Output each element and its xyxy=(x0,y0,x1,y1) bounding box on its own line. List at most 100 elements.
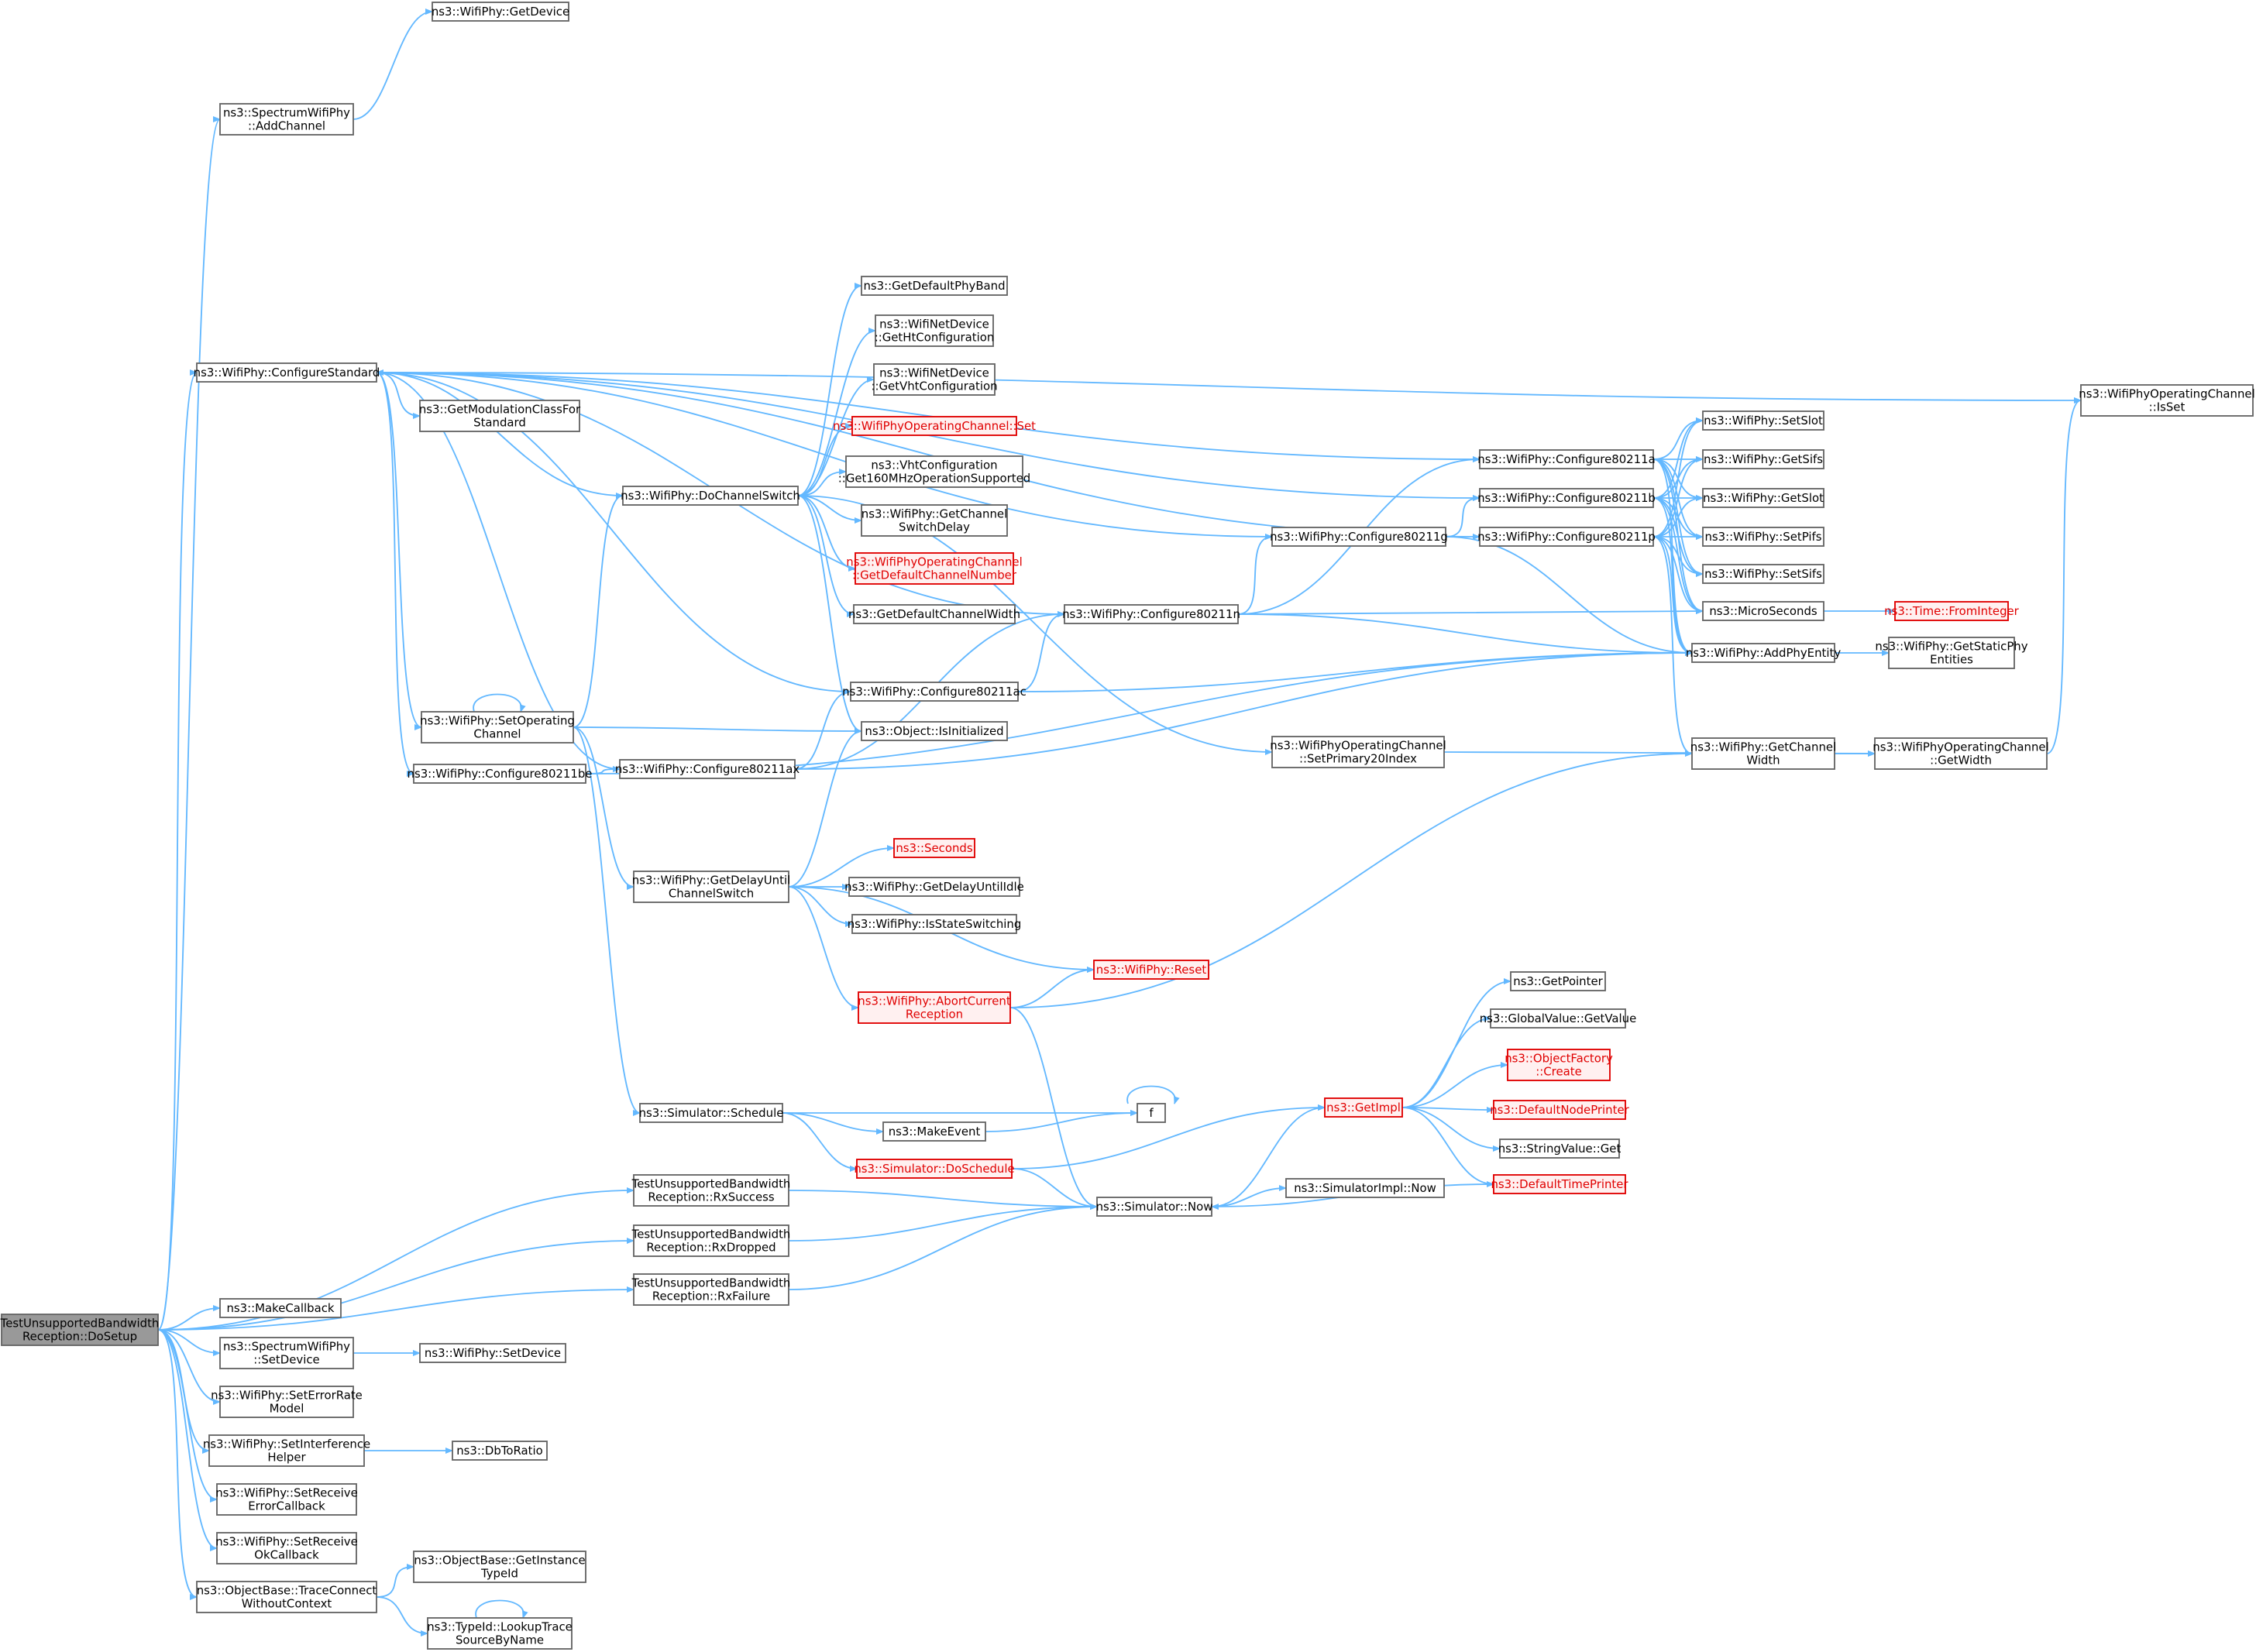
node-default-time-printer[interactable]: ns3::DefaultTimePrinter xyxy=(1491,1174,1628,1194)
node-label: ns3::Simulator::Now xyxy=(1096,1200,1213,1214)
node-configure-80211b[interactable]: ns3::WifiPhy::Configure80211b xyxy=(1477,488,1656,508)
node-simulator-impl-now[interactable]: ns3::SimulatorImpl::Now xyxy=(1285,1178,1445,1198)
node-get-sifs[interactable]: ns3::WifiPhy::GetSifs xyxy=(1702,449,1824,469)
node-op-channel-get-width[interactable]: ns3::WifiPhyOperatingChannel::GetWidth xyxy=(1873,737,2049,770)
node-box xyxy=(639,1103,783,1123)
node-set-pifs[interactable]: ns3::WifiPhy::SetPifs xyxy=(1702,527,1824,547)
node-time-from-integer[interactable]: ns3::Time::FromInteger xyxy=(1884,601,2020,621)
node-configure-standard[interactable]: ns3::WifiPhy::ConfigureStandard xyxy=(194,362,380,383)
node-label: ns3::WifiPhy::GetSifs xyxy=(1704,452,1823,466)
node-box xyxy=(853,604,1016,624)
node-box xyxy=(1,1314,159,1346)
node-op-channel-set[interactable]: ns3::WifiPhyOperatingChannel::Set xyxy=(833,416,1036,436)
edge-get-delay-until-channel-switch-to-seconds xyxy=(788,845,895,888)
node-micro-seconds[interactable]: ns3::MicroSeconds xyxy=(1702,601,1824,621)
node-set-primary20-index[interactable]: ns3::WifiPhyOperatingChannel::SetPrimary… xyxy=(1270,736,1446,768)
node-get-default-channel-width[interactable]: ns3::GetDefaultChannelWidth xyxy=(848,604,1020,624)
node-get160[interactable]: ns3::VhtConfiguration::Get160MHzOperatio… xyxy=(838,455,1030,488)
node-label: ns3::WifiPhy::IsStateSwitching xyxy=(848,917,1022,931)
edge-get-impl-to-object-factory-create xyxy=(1401,1062,1508,1108)
edge-configure-80211p-to-set-sifs xyxy=(1652,536,1704,577)
edge-configure-80211p-to-set-slot xyxy=(1652,417,1704,538)
node-box xyxy=(1285,1178,1445,1198)
node-make-callback[interactable]: ns3::MakeCallback xyxy=(219,1298,342,1318)
node-object-factory-create[interactable]: ns3::ObjectFactory::Create xyxy=(1505,1049,1613,1081)
node-simulator-schedule[interactable]: ns3::Simulator::Schedule xyxy=(639,1103,784,1123)
node-get-ht-config[interactable]: ns3::WifiNetDevice::GetHtConfiguration xyxy=(875,314,995,347)
node-label: ns3::WifiPhyOperatingChannel::SetPrimary… xyxy=(1270,739,1446,766)
node-get-delay-until-idle[interactable]: ns3::WifiPhy::GetDelayUntilIdle xyxy=(844,877,1024,897)
node-box xyxy=(1490,1008,1626,1029)
node-box xyxy=(419,400,580,432)
edge-do-channel-switch-to-get-default-channel-width xyxy=(797,495,855,617)
node-box xyxy=(208,1434,365,1467)
node-is-initialized[interactable]: ns3::Object::IsInitialized xyxy=(861,721,1008,741)
node-configure-80211g[interactable]: ns3::WifiPhy::Configure80211g xyxy=(1270,527,1448,547)
node-get-default-phy-band[interactable]: ns3::GetDefaultPhyBand xyxy=(861,276,1008,296)
node-global-value-get-value[interactable]: ns3::GlobalValue::GetValue xyxy=(1480,1008,1637,1029)
node-f[interactable]: f xyxy=(1137,1103,1166,1123)
node-box xyxy=(219,1298,342,1318)
node-box xyxy=(219,1337,354,1369)
node-set-sifs[interactable]: ns3::WifiPhy::SetSifs xyxy=(1702,564,1824,584)
node-get-vht-config[interactable]: ns3::WifiNetDevice::GetVhtConfiguration xyxy=(871,363,998,396)
node-label: ns3::ObjectFactory::Create xyxy=(1505,1052,1613,1079)
node-do-channel-switch[interactable]: ns3::WifiPhy::DoChannelSwitch xyxy=(621,486,800,506)
node-label: ns3::WifiPhy::SetSlot xyxy=(1704,414,1823,428)
node-get-device[interactable]: ns3::WifiPhy::GetDevice xyxy=(432,2,569,22)
node-simulator-now[interactable]: ns3::Simulator::Now xyxy=(1096,1197,1213,1217)
node-configure-80211be[interactable]: ns3::WifiPhy::Configure80211be xyxy=(408,764,593,784)
node-string-value-get[interactable]: ns3::StringValue::Get xyxy=(1498,1139,1622,1159)
edge-configure-standard-to-op-channel-is-set xyxy=(376,372,2082,404)
node-op-channel-is-set[interactable]: ns3::WifiPhyOperatingChannel::IsSet xyxy=(2079,384,2255,417)
edge-trace-connect-without-context-to-get-instance-type-id xyxy=(376,1564,414,1598)
node-get-pointer[interactable]: ns3::GetPointer xyxy=(1510,971,1606,991)
edge-root-to-make-callback xyxy=(157,1305,221,1331)
node-make-event[interactable]: ns3::MakeEvent xyxy=(882,1121,986,1142)
node-get-impl[interactable]: ns3::GetImpl xyxy=(1324,1097,1403,1118)
node-spectrum-add-channel[interactable]: ns3::SpectrumWifiPhy::AddChannel xyxy=(219,103,354,136)
node-box xyxy=(1324,1097,1403,1118)
node-set-slot[interactable]: ns3::WifiPhy::SetSlot xyxy=(1702,410,1824,431)
node-configure-80211a[interactable]: ns3::WifiPhy::Configure80211a xyxy=(1477,449,1656,469)
node-do-schedule[interactable]: ns3::Simulator::DoSchedule xyxy=(854,1159,1015,1179)
node-configure-80211n[interactable]: ns3::WifiPhy::Configure80211n xyxy=(1062,604,1240,624)
node-default-node-printer[interactable]: ns3::DefaultNodePrinter xyxy=(1490,1100,1630,1120)
node-get-default-channel-number[interactable]: ns3::WifiPhyOperatingChannel::GetDefault… xyxy=(846,552,1023,585)
node-seconds[interactable]: ns3::Seconds xyxy=(893,838,975,858)
node-label: ns3::WifiPhy::Configure80211g xyxy=(1270,530,1448,544)
node-add-phy-entity[interactable]: ns3::WifiPhy::AddPhyEntity xyxy=(1686,643,1842,663)
node-get-slot[interactable]: ns3::WifiPhy::GetSlot xyxy=(1702,488,1824,508)
node-configure-80211ac[interactable]: ns3::WifiPhy::Configure80211ac xyxy=(842,682,1027,702)
node-configure-80211ax[interactable]: ns3::WifiPhy::Configure80211ax xyxy=(615,759,800,779)
node-label: ns3::MakeCallback xyxy=(226,1301,334,1315)
node-set-device[interactable]: ns3::WifiPhy::SetDevice xyxy=(419,1343,566,1363)
node-spectrum-set-device[interactable]: ns3::SpectrumWifiPhy::SetDevice xyxy=(219,1337,354,1369)
node-configure-80211p[interactable]: ns3::WifiPhy::Configure80211p xyxy=(1477,527,1656,547)
node-reset[interactable]: ns3::WifiPhy::Reset xyxy=(1093,960,1209,980)
node-label: ns3::WifiPhy::ConfigureStandard xyxy=(194,366,380,380)
node-is-state-switching[interactable]: ns3::WifiPhy::IsStateSwitching xyxy=(848,914,1022,934)
node-db-to-ratio[interactable]: ns3::DbToRatio xyxy=(452,1441,548,1461)
edge-configure-80211p-to-get-channel-width xyxy=(1652,536,1693,757)
